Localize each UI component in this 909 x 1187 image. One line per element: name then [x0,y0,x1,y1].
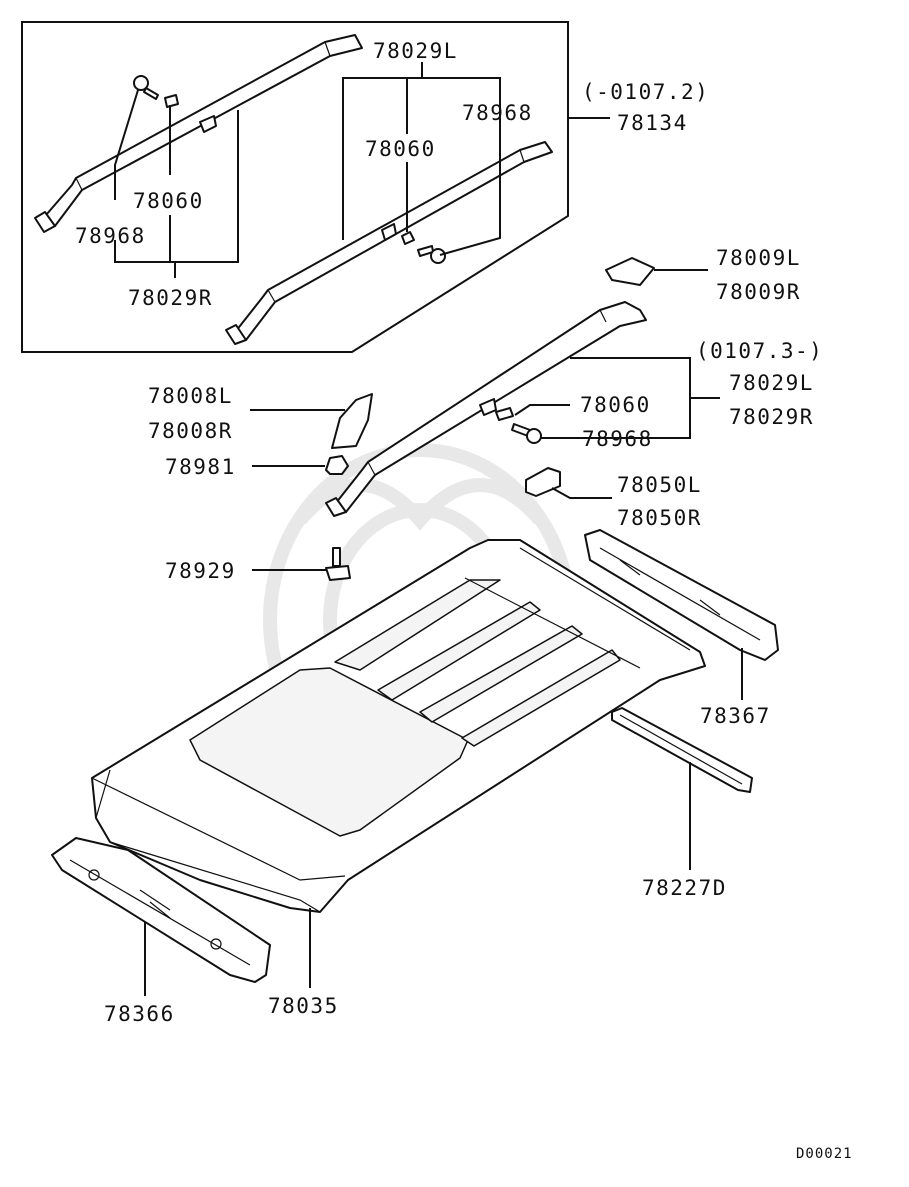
label-cover-front-l: 78008L [148,384,233,408]
front-header-drawing [51,837,271,996]
screw-drawing [252,547,351,581]
label-front-header: 78366 [104,1002,175,1026]
label-inset-assy: 78134 [617,111,688,135]
rear-cover-drawing [605,257,708,286]
inset-leaders [114,62,610,278]
label-drip-rail: 78227D [642,876,727,900]
center-cover-drawing [525,467,612,499]
label-range-new: (0107.3-) [696,339,823,363]
diagram-code: D00021 [796,1146,853,1162]
label-cover-rear-l: 78009L [716,246,801,270]
label-inset-bolt-right: 78968 [462,101,533,125]
label-nut: 78981 [165,455,236,479]
front-cover-drawing [250,393,373,449]
label-clip: 78060 [580,393,651,417]
label-inset-clip-right: 78060 [365,137,436,161]
label-cover-front-r: 78008R [148,419,233,443]
label-rail-l: 78029L [729,371,814,395]
label-roof-panel: 78035 [268,994,339,1018]
inset-bolt-left-drawing [133,75,179,108]
inset-rail-left-drawing [34,34,363,233]
label-rail-r: 78029R [729,405,814,429]
label-inset-range: (-0107.2) [582,80,709,104]
label-bolt: 78968 [582,427,653,451]
label-center-cover-l: 78050L [617,473,702,497]
label-cover-rear-r: 78009R [716,280,801,304]
label-inset-bolt-left: 78968 [75,224,146,248]
label-inset-rail-right: 78029R [128,286,213,310]
main-clip-bolt-drawing [495,407,542,444]
nut-drawing [252,455,349,475]
roof-panel-drawing [91,539,706,913]
label-center-cover-r: 78050R [617,506,702,530]
label-inset-rail-left: 78029L [373,39,458,63]
label-rear-header: 78367 [700,704,771,728]
drip-rail-drawing [611,707,753,870]
inset-rail-right-drawing [225,141,553,345]
inset-frame [21,21,569,353]
label-screw: 78929 [165,559,236,583]
rear-header-drawing [584,529,779,700]
label-inset-clip-left: 78060 [133,189,204,213]
main-rail-drawing [325,301,720,517]
